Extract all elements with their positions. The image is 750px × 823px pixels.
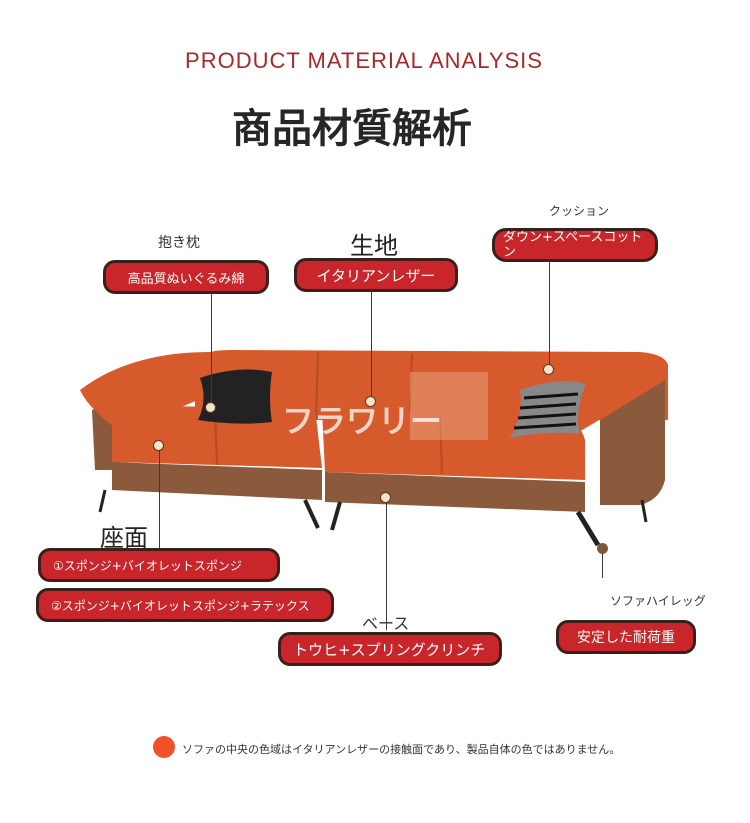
fabric-material-pill: イタリアンレザー (294, 258, 458, 292)
seat-dot (153, 440, 164, 451)
left-base (112, 462, 322, 500)
seat-material-pill-2: ②スポンジ+バイオレットスポンジ+ラテックス (36, 588, 334, 622)
base-label: ベース (362, 614, 410, 633)
black-pillow (198, 369, 272, 424)
leather-contact-area (410, 372, 488, 440)
pillow-line (211, 292, 212, 408)
japanese-title: 商品材質解析 (232, 106, 472, 152)
base-line (386, 498, 387, 630)
fabric-dot (365, 396, 376, 407)
cushion-label: クッション (549, 204, 610, 218)
leg-dot (597, 543, 608, 554)
seat-line (159, 446, 160, 548)
houndstooth-pillow (510, 381, 586, 438)
seat-label: 座面 (100, 524, 148, 552)
cushion-dot (543, 364, 554, 375)
pillow-dot (205, 402, 216, 413)
pillow-material-pill: 高品質ぬいぐるみ綿 (103, 260, 269, 294)
right-arm-side (600, 380, 665, 505)
color-note: ソファの中央の色域はイタリアンレザーの接触面であり、製品自体の色ではありません。 (182, 743, 621, 756)
base-material-pill: トウヒ+スプリングクリンチ (278, 632, 502, 666)
seat-material-pill-1: ①スポンジ+バイオレットスポンジ (38, 548, 280, 582)
right-base (325, 472, 585, 512)
fabric-line (371, 292, 372, 400)
leg-line (602, 548, 603, 578)
fabric-label: 生地 (350, 232, 398, 260)
base-dot (380, 492, 391, 503)
leg-label: ソファハイレッグ (610, 594, 706, 608)
english-title: PRODUCT MATERIAL ANALYSIS (185, 48, 543, 73)
leg-material-pill: 安定した耐荷重 (556, 620, 696, 654)
left-arm (80, 352, 236, 438)
cushion-line (549, 262, 550, 370)
pillow-label: 抱き枕 (158, 235, 200, 251)
cushion-material-pill: ダウン+スペースコットン (492, 228, 658, 262)
note-bullet-icon (153, 736, 175, 758)
watermark-text: フラワリー (282, 402, 443, 440)
